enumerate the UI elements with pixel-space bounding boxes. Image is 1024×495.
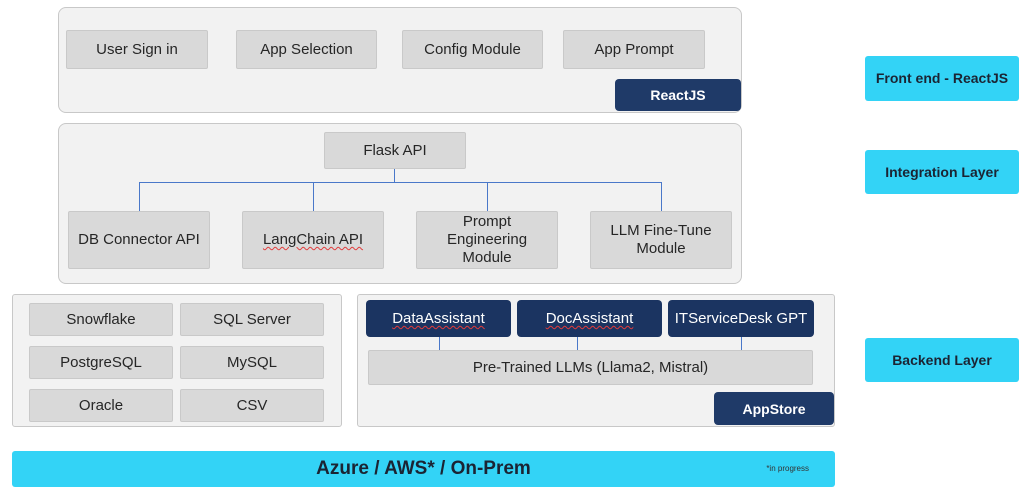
flask-api-box: Flask API	[324, 132, 466, 169]
db-oracle-box: Oracle	[29, 389, 173, 422]
connector-langchain	[313, 182, 314, 211]
integration-layer-label: Integration Layer	[865, 150, 1019, 194]
app-selection-box: App Selection	[236, 30, 377, 69]
db-postgresql-box: PostgreSQL	[29, 346, 173, 379]
connector-bus	[139, 182, 662, 183]
connector-llm	[661, 182, 662, 211]
user-sign-in-box: User Sign in	[66, 30, 208, 69]
dataassistant-label: DataAssistant	[392, 309, 485, 327]
frontend-layer-label: Front end - ReactJS	[865, 56, 1019, 101]
db-connector-api-box: DB Connector API	[68, 211, 210, 269]
db-sql-server-box: SQL Server	[180, 303, 324, 336]
connector-db	[139, 182, 140, 211]
config-module-box: Config Module	[402, 30, 543, 69]
in-progress-note: *in progress	[766, 464, 809, 473]
itservicedesk-gpt-box: ITServiceDesk GPT	[668, 300, 814, 337]
langchain-api-label: LangChain API	[262, 231, 364, 248]
db-mysql-box: MySQL	[180, 346, 324, 379]
llm-fine-tune-module-box: LLM Fine-Tune Module	[590, 211, 732, 269]
langchain-api-box: LangChain API	[242, 211, 384, 269]
docassistant-label: DocAssistant	[545, 309, 634, 327]
connector-docassistant	[577, 336, 578, 351]
db-snowflake-box: Snowflake	[29, 303, 173, 336]
docassistant-box: DocAssistant	[517, 300, 662, 337]
prompt-engineering-module-box: Prompt Engineering Module	[416, 211, 558, 269]
db-csv-box: CSV	[180, 389, 324, 422]
dataassistant-box: DataAssistant	[366, 300, 511, 337]
infrastructure-title: Azure / AWS* / On-Prem	[316, 458, 531, 479]
app-prompt-box: App Prompt	[563, 30, 705, 69]
pretrained-llms-box: Pre-Trained LLMs (Llama2, Mistral)	[368, 350, 813, 385]
connector-prompt	[487, 182, 488, 211]
connector-dataassistant	[439, 336, 440, 351]
reactjs-tag: ReactJS	[615, 79, 741, 111]
infrastructure-bar: Azure / AWS* / On-Prem *in progress	[12, 451, 835, 487]
connector-itservicedesk	[741, 336, 742, 351]
backend-layer-label: Backend Layer	[865, 338, 1019, 382]
connector-trunk	[394, 168, 395, 183]
appstore-tag: AppStore	[714, 392, 834, 425]
